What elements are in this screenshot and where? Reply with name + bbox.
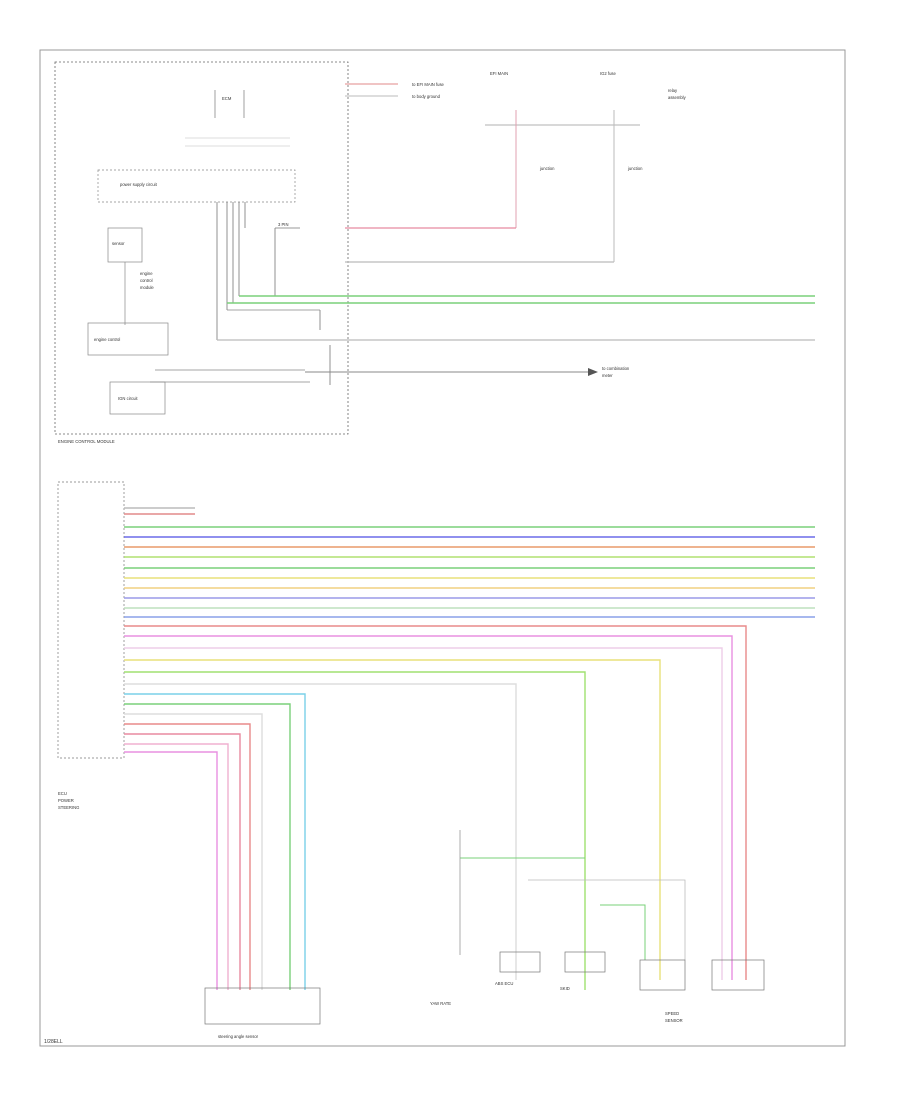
page-id: 1/28ELL [44,1039,63,1045]
top-power-wires: to EFI MAIN fuse to body ground EFI MAIN… [345,71,687,263]
steering-connector: ECU POWER STEERING [57,481,125,810]
svg-text:module: module [140,285,154,290]
svg-text:junction: junction [539,166,555,171]
svg-text:SKID: SKID [560,986,570,991]
svg-text:power supply circuit: power supply circuit [120,182,158,187]
engine-control-module-box: ECM power supply circuit sensor engine c… [54,61,349,435]
svg-text:steering angle sensor: steering angle sensor [218,1034,259,1039]
svg-text:SPEED: SPEED [665,1011,679,1016]
bus-lines [124,507,815,990]
svg-text:control: control [140,278,153,283]
svg-text:junction: junction [627,166,643,171]
svg-text:IG2 fuse: IG2 fuse [600,71,616,76]
svg-text:sensor: sensor [112,241,125,246]
ecm-caption: ENGINE CONTROL MODULE [58,439,115,444]
svg-text:YAW RATE: YAW RATE [430,1001,451,1006]
svg-text:ECM: ECM [222,96,232,101]
svg-text:meter: meter [602,373,613,378]
lower-components: steering angle sensor YAW RATE ABS ECU S… [204,780,765,1039]
svg-text:POWER: POWER [58,798,74,803]
svg-text:ECU: ECU [58,791,67,796]
svg-text:to combination: to combination [602,366,630,371]
svg-text:ABS ECU: ABS ECU [495,981,513,986]
ecm-can-wires: to combination meter [217,295,815,378]
svg-text:engine control: engine control [94,337,120,342]
svg-text:SENSOR: SENSOR [665,1018,683,1023]
svg-text:relay: relay [668,88,678,93]
svg-text:3 PIN: 3 PIN [278,222,288,227]
svg-text:to body ground: to body ground [412,94,441,99]
svg-text:engine: engine [140,271,153,276]
svg-text:to EFI MAIN fuse: to EFI MAIN fuse [412,82,445,87]
svg-text:assembly: assembly [668,95,687,100]
svg-text:STEERING: STEERING [58,805,79,810]
diagram-border [39,49,846,1047]
svg-text:IGN circuit: IGN circuit [118,396,138,401]
svg-text:EFI MAIN: EFI MAIN [490,71,508,76]
